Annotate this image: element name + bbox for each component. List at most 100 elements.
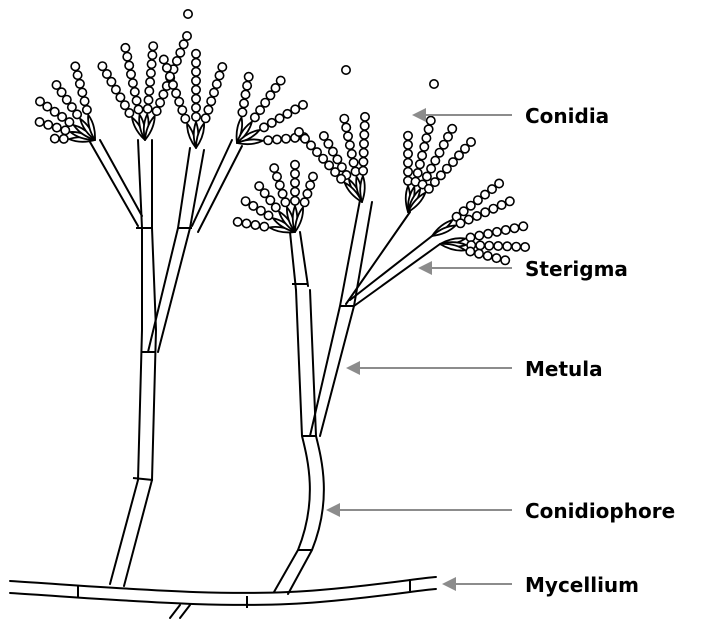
conidium-spore [291, 197, 299, 205]
conidium-spore [291, 188, 299, 196]
conidium-spore [255, 182, 263, 190]
conidium-spore [359, 167, 367, 175]
conidium-spore [201, 114, 209, 122]
conidium-spore [404, 132, 412, 140]
conidium-spore [303, 190, 311, 198]
conidium-spore [215, 71, 223, 79]
conidium-spore [473, 212, 481, 220]
label-sterigma-group: Sterigma [418, 257, 628, 281]
sterigma-label: Sterigma [525, 257, 628, 281]
conidium-spore [342, 123, 350, 131]
conidia-label: Conidia [525, 104, 609, 128]
conidium-spore [291, 105, 299, 113]
conidium-spore [242, 219, 250, 227]
conidium-spore [404, 159, 412, 167]
conidium-spore [510, 224, 518, 232]
conidium-spore [184, 10, 192, 18]
conidium-spore [349, 159, 357, 167]
conidium-spore [192, 86, 200, 94]
conidium-spore [427, 116, 435, 124]
conidium-spore [481, 208, 489, 216]
conidium-spore [348, 150, 356, 158]
conidium-spore [281, 198, 289, 206]
conidium-spore [180, 40, 188, 48]
conidium-spore [147, 69, 155, 77]
conidium-spore [173, 57, 181, 65]
conidium-spore [360, 131, 368, 139]
conidium-spore [360, 140, 368, 148]
conidium-spore [404, 141, 412, 149]
conidium-spore [125, 61, 133, 69]
metula-label: Metula [525, 357, 603, 381]
conidium-spore [73, 71, 81, 79]
conidium-spore [273, 135, 281, 143]
conidium-spore [346, 141, 354, 149]
conidium-spore [53, 123, 61, 131]
conidium-spore [291, 161, 299, 169]
conidium-spore [166, 72, 174, 80]
conidium-spore [134, 105, 142, 113]
conidium-spore [169, 81, 177, 89]
conidium-spore [278, 190, 286, 198]
conidium-spore [268, 119, 276, 127]
conidium-spore [249, 202, 257, 210]
conidium-spore [430, 80, 438, 88]
conidium-spore [144, 96, 152, 104]
conidium-spore [324, 140, 332, 148]
conidium-spore [340, 115, 348, 123]
conidium-spore [276, 181, 284, 189]
conidium-spore [176, 49, 184, 57]
conidium-spore [149, 42, 157, 50]
label-metula-group: Metula [346, 357, 603, 381]
conidium-spore [467, 138, 475, 146]
conidium-spore [213, 80, 221, 88]
conidium-spore [264, 211, 272, 219]
conidium-spore [207, 97, 215, 105]
conidium-spore [251, 221, 259, 229]
conidium-spore [210, 88, 218, 96]
label-mycellium-group: Mycellium [442, 573, 639, 597]
conidium-spore [440, 141, 448, 149]
conidium-spore [484, 252, 492, 260]
conidium-spore [83, 106, 91, 114]
conidium-spore [51, 134, 59, 142]
conidium-spore [361, 113, 369, 121]
conidia-arrowhead [412, 108, 426, 122]
conidium-spore [404, 168, 412, 176]
conidium-spore [503, 242, 511, 250]
conidium-spore [475, 250, 483, 258]
mycellium-arrowhead [442, 577, 456, 591]
conidium-spore [299, 101, 307, 109]
conidium-spore [424, 125, 432, 133]
conidium-spore [435, 149, 443, 157]
conidium-spore [456, 219, 464, 227]
conidium-spore [159, 90, 167, 98]
conidium-spore [204, 106, 212, 114]
conidium-spore [178, 106, 186, 114]
conidium-spore [129, 79, 137, 87]
conidium-spore [146, 78, 154, 86]
conidium-spore [300, 198, 308, 206]
fruiting-heads [35, 10, 529, 265]
conidium-spore [260, 222, 268, 230]
conidium-spore [512, 243, 520, 251]
conidiophore-arrowhead [326, 503, 340, 517]
conidium-spore [420, 143, 428, 151]
conidium-spore [132, 97, 140, 105]
conidium-spore [163, 64, 171, 72]
conidium-spore [121, 101, 129, 109]
conidium-spore [418, 151, 426, 159]
conidium-spore [148, 51, 156, 59]
conidium-spore [243, 82, 251, 90]
conidium-spore [414, 169, 422, 177]
conidium-spore [283, 110, 291, 118]
conidium-spore [131, 88, 139, 96]
conidium-spore [448, 125, 456, 133]
conidium-spore [444, 133, 452, 141]
conidium-spore [145, 87, 153, 95]
metula-arrowhead [346, 361, 360, 375]
conidium-spore [291, 170, 299, 178]
conidium-spore [192, 95, 200, 103]
label-conidia-group: Conidia [412, 104, 609, 128]
